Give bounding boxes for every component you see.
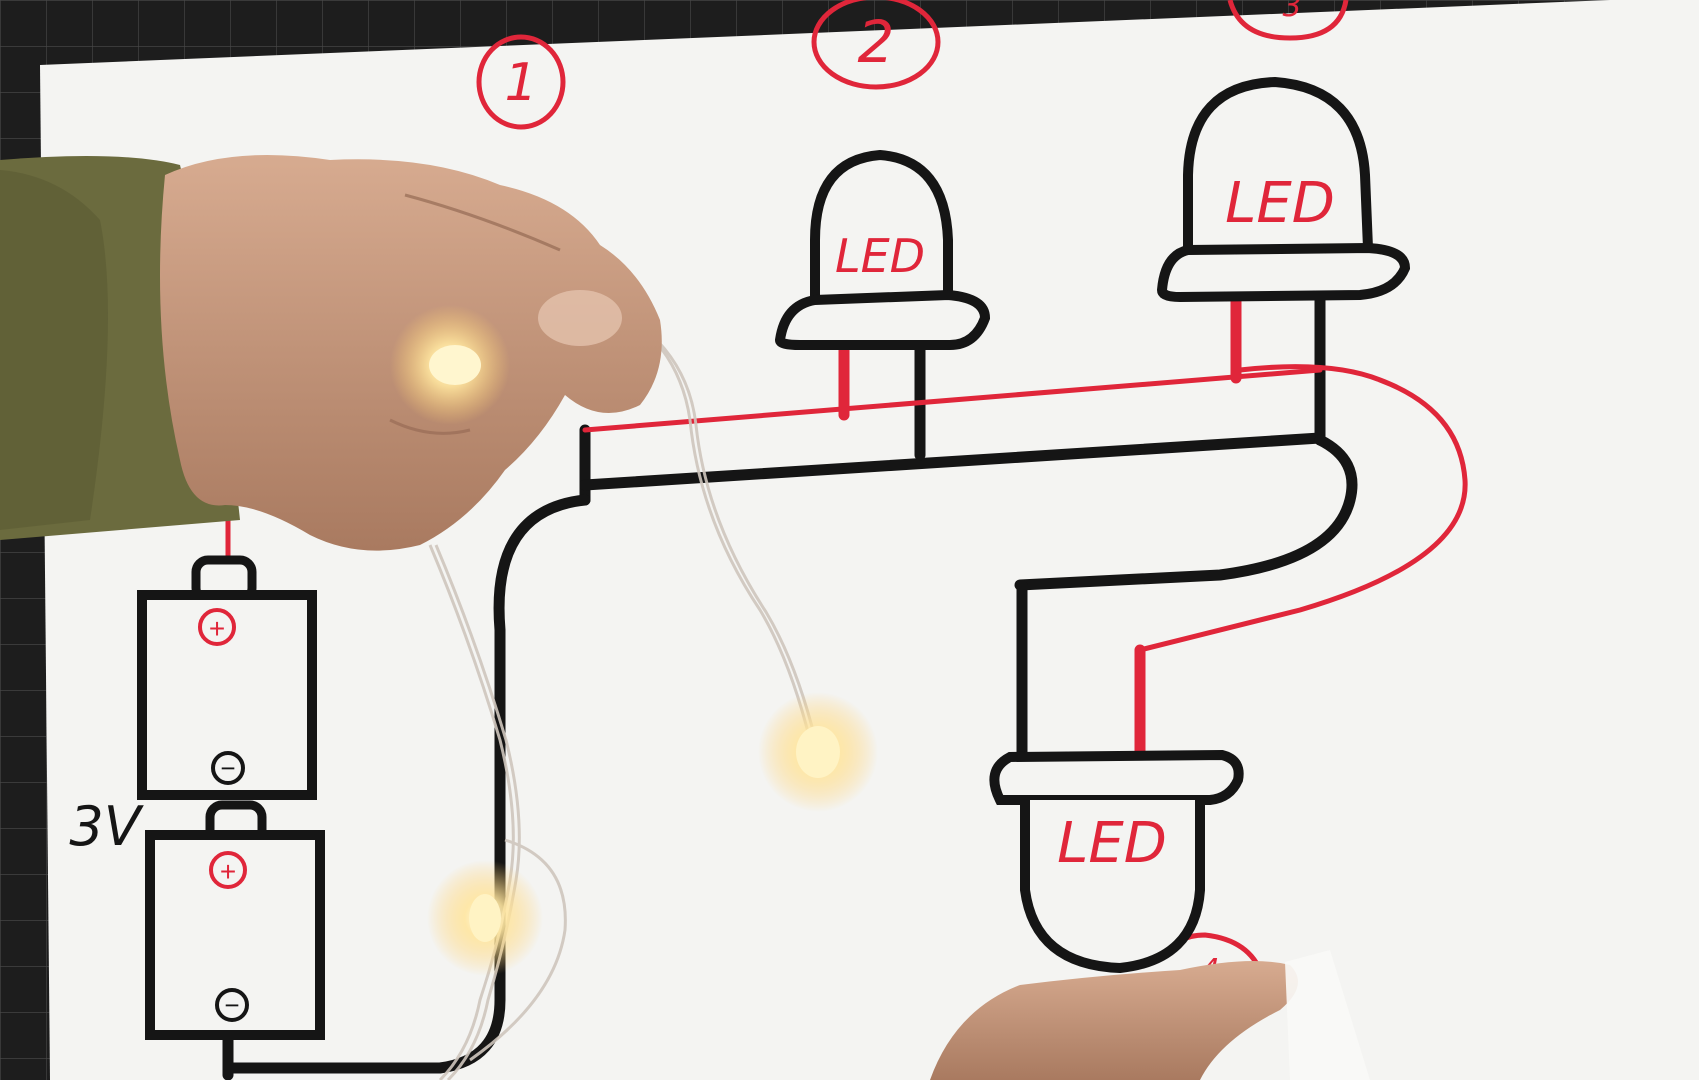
battery-voltage-label: 3V — [69, 795, 144, 858]
led-bottom-label: LED — [1057, 811, 1167, 876]
battery-pack: + − + − 3V — [69, 555, 325, 1040]
marker-1-label: 1 — [504, 53, 537, 113]
led-top-right: LED — [1156, 76, 1411, 303]
battery-cell-1-negative: − — [220, 753, 235, 783]
marker-2: 2 — [811, 0, 941, 90]
right-hand — [930, 950, 1370, 1080]
fairy-led-3 — [427, 860, 543, 976]
fairy-led-1 — [390, 305, 510, 425]
battery-cell-1-positive: + — [209, 613, 225, 644]
marker-3: 3 — [1227, 0, 1349, 41]
led-top-middle: LED — [774, 149, 991, 350]
battery-cell-2: + − — [145, 800, 325, 1040]
battery-cell-2-positive: + — [220, 856, 236, 887]
fairy-light-wire — [428, 308, 818, 1080]
led-top-right-label: LED — [1225, 171, 1335, 236]
marker-1: 1 — [476, 34, 566, 130]
battery-cell-2-negative: − — [224, 990, 239, 1020]
led-top-middle-label: LED — [835, 229, 925, 283]
marker-3-label: 3 — [1282, 0, 1301, 24]
red-wires — [225, 294, 1468, 766]
led-bottom: LED — [989, 749, 1244, 974]
fairy-led-2 — [758, 692, 878, 812]
battery-cell-1: + − — [137, 555, 317, 800]
marker-2-label: 2 — [858, 8, 895, 76]
